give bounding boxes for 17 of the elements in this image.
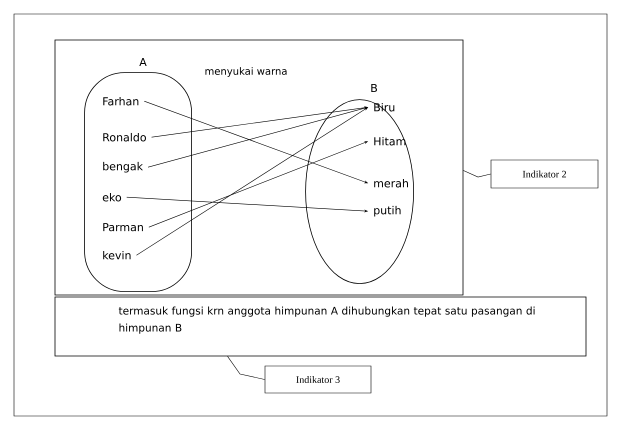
set-element: Farhan bbox=[103, 96, 138, 106]
node-label: B bbox=[371, 84, 377, 92]
set-element: putih bbox=[374, 206, 401, 217]
set-element: kevin bbox=[103, 250, 131, 260]
node-label: A bbox=[139, 58, 147, 66]
leader-line bbox=[463, 170, 491, 178]
set-element: merah bbox=[374, 178, 408, 188]
diagram-frame bbox=[54, 40, 464, 296]
relation-label: menyukai warna bbox=[205, 67, 287, 77]
indicator-box: Indikator 3 bbox=[264, 366, 372, 394]
indicator-box: Indikator 2 bbox=[490, 160, 598, 188]
set-element: eko bbox=[102, 192, 122, 202]
set-element: Parman bbox=[103, 223, 143, 232]
leader-line bbox=[227, 356, 265, 380]
set-element: Ronaldo bbox=[103, 132, 146, 142]
set-element: bengak bbox=[103, 162, 143, 173]
answer-box: termasuk fungsi krn anggota himpunan A dihubungkan tepat satu pasangan di himpunan B bbox=[54, 296, 586, 356]
